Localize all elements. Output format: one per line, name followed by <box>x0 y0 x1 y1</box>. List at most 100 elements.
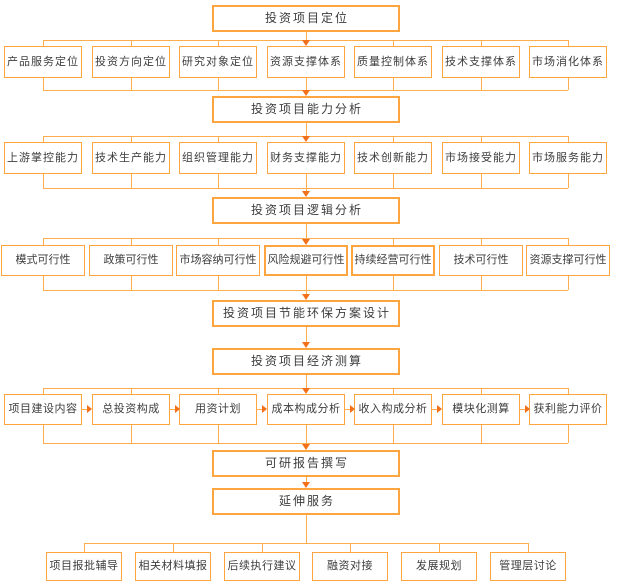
connector-line <box>43 425 44 443</box>
connector-line <box>350 543 351 552</box>
connector-rail <box>43 188 568 189</box>
connector-line <box>43 78 44 90</box>
connector-line <box>218 136 219 142</box>
positioning-item-box: 技术支撑体系 <box>442 46 520 78</box>
connector-line <box>218 174 219 188</box>
stage-energy-env-design: 投资项目节能环保方案设计 <box>212 300 400 327</box>
connector-line <box>568 40 569 46</box>
connector-line <box>82 409 87 410</box>
arrow-right-icon <box>437 405 442 413</box>
connector-line <box>131 425 132 443</box>
capability-item-box: 技术生产能力 <box>92 142 170 174</box>
connector-line <box>306 290 307 294</box>
economics-item-box: 用资计划 <box>179 394 257 425</box>
connector-line <box>393 174 394 188</box>
capability-item-box: 上游掌控能力 <box>4 142 82 174</box>
economics-item-box: 模块化测算 <box>442 394 520 425</box>
feasibility-item-box: 持续经营可行性 <box>351 245 435 276</box>
connector-line <box>393 78 394 90</box>
connector-line <box>43 136 44 142</box>
connector-line <box>43 174 44 188</box>
connector-line <box>218 78 219 90</box>
connector-line <box>43 238 44 245</box>
connector-line <box>481 388 482 394</box>
capability-item-box: 市场接受能力 <box>442 142 520 174</box>
connector-line <box>131 174 132 188</box>
connector-line <box>218 238 219 245</box>
feasibility-item-box: 技术可行性 <box>439 245 523 276</box>
connector-line <box>306 515 307 543</box>
stage-extended-services: 延伸服务 <box>212 488 400 515</box>
connector-line <box>393 425 394 443</box>
positioning-item-box: 市场消化体系 <box>529 46 607 78</box>
connector-line <box>257 409 262 410</box>
connector-line <box>262 543 263 552</box>
connector-line <box>84 543 85 552</box>
connector-line <box>568 388 569 394</box>
connector-line <box>173 543 174 552</box>
connector-line <box>393 136 394 142</box>
connector-line <box>528 543 529 552</box>
extension-item-box: 管理层讨论 <box>490 552 566 581</box>
feasibility-item-box: 模式可行性 <box>1 245 85 276</box>
capability-item-box: 组织管理能力 <box>179 142 257 174</box>
connector-line <box>131 40 132 46</box>
arrow-right-icon <box>525 405 530 413</box>
connector-line <box>481 174 482 188</box>
economics-item-box: 项目建设内容 <box>4 394 82 425</box>
arrow-down-icon <box>302 136 310 142</box>
extension-item-box: 发展规划 <box>401 552 477 581</box>
connector-line <box>306 375 307 388</box>
extension-item-box: 融资对接 <box>312 552 388 581</box>
economics-item-box: 总投资构成 <box>92 394 170 425</box>
arrow-down-icon <box>302 191 310 197</box>
feasibility-item-box: 政策可行性 <box>89 245 173 276</box>
positioning-item-box: 产品服务定位 <box>4 46 82 78</box>
connector-rail <box>43 290 568 291</box>
arrow-down-icon <box>302 388 310 394</box>
connector-line <box>439 543 440 552</box>
arrow-down-icon <box>302 90 310 96</box>
positioning-item-box: 资源支撑体系 <box>267 46 345 78</box>
capability-item-box: 市场服务能力 <box>529 142 607 174</box>
connector-line <box>393 276 394 290</box>
arrow-right-icon <box>350 405 355 413</box>
connector-line <box>218 276 219 290</box>
arrow-right-icon <box>175 405 180 413</box>
connector-line <box>520 409 525 410</box>
connector-rail <box>43 443 568 444</box>
connector-line <box>568 425 569 443</box>
connector-line <box>568 276 569 290</box>
connector-line <box>568 174 569 188</box>
feasibility-item-box: 风险规避可行性 <box>264 245 348 276</box>
arrow-down-icon <box>302 482 310 488</box>
arrow-down-icon <box>302 40 310 46</box>
economics-item-box: 获利能力评价 <box>529 394 607 425</box>
connector-line <box>432 409 437 410</box>
positioning-item-box: 研究对象定位 <box>179 46 257 78</box>
connector-line <box>481 238 482 245</box>
connector-line <box>218 388 219 394</box>
capability-item-box: 技术创新能力 <box>354 142 432 174</box>
connector-line <box>306 224 307 238</box>
connector-line <box>131 238 132 245</box>
connector-line <box>306 78 307 90</box>
connector-line <box>306 477 307 482</box>
positioning-item-box: 投资方向定位 <box>92 46 170 78</box>
connector-line <box>131 78 132 90</box>
connector-line <box>218 425 219 443</box>
connector-line <box>481 136 482 142</box>
connector-line <box>306 276 307 290</box>
connector-line <box>393 388 394 394</box>
connector-line <box>481 40 482 46</box>
stage-logic-analysis: 投资项目逻辑分析 <box>212 197 400 224</box>
positioning-item-box: 质量控制体系 <box>354 46 432 78</box>
arrow-down-icon <box>302 294 310 300</box>
connector-rail <box>84 543 529 544</box>
connector-line <box>43 388 44 394</box>
stage-economic-calculation: 投资项目经济测算 <box>212 348 400 375</box>
connector-line <box>131 136 132 142</box>
connector-line <box>481 78 482 90</box>
stage-feasibility-report: 可研报告撰写 <box>212 450 400 477</box>
